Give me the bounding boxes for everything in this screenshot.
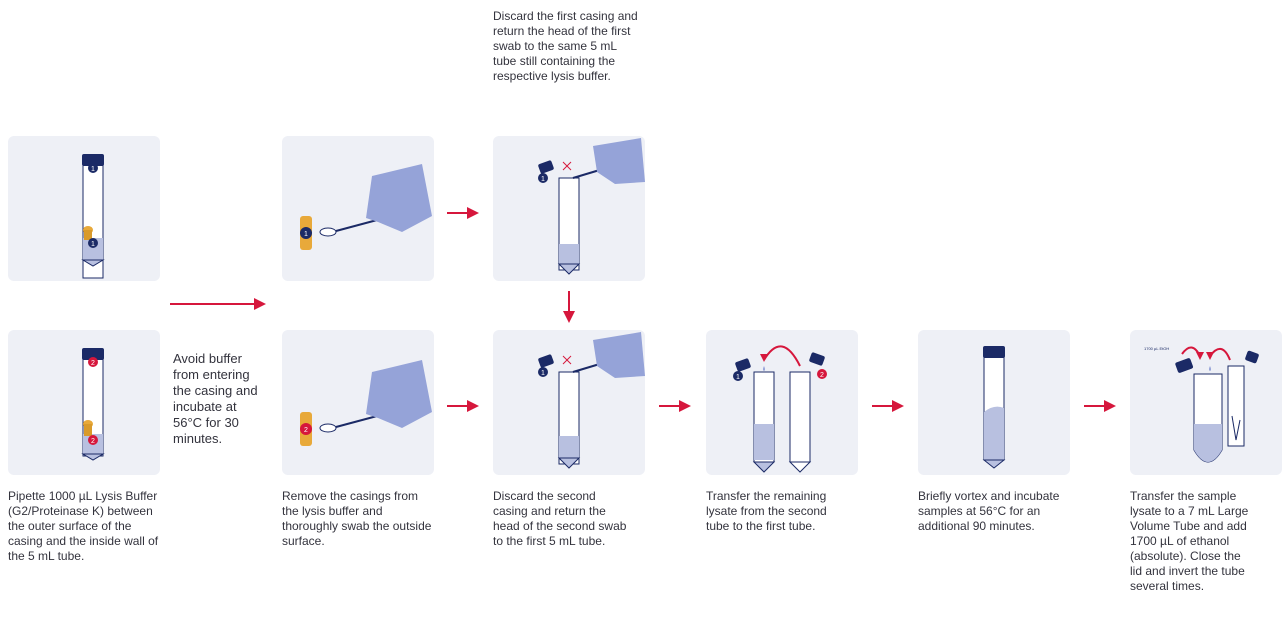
panel-tube-1: 1 1 xyxy=(8,136,160,281)
cap-icon xyxy=(82,154,104,166)
svg-text:2: 2 xyxy=(820,372,824,379)
glove-icon xyxy=(366,164,432,232)
tube-2-illustration: 2 2 xyxy=(81,348,105,461)
svg-text:2: 2 xyxy=(91,360,95,367)
step3-caption: Remove the casings from the lysis buffer… xyxy=(282,489,432,548)
discard-2-illustration: 1 xyxy=(538,332,645,469)
cap-icon xyxy=(538,354,554,368)
swab-head-icon xyxy=(319,227,337,237)
cap-icon xyxy=(983,346,1005,358)
glove-icon xyxy=(366,360,432,428)
svg-text:1: 1 xyxy=(541,176,545,183)
svg-text:1: 1 xyxy=(91,241,95,248)
step4-top-caption: Discard the first casing and return the … xyxy=(493,9,638,83)
step7-caption: Transfer the sample lysate to a 7 mL Lar… xyxy=(1130,489,1249,593)
glove-icon xyxy=(593,332,645,378)
arrow-right-icon xyxy=(170,298,266,310)
cap-icon xyxy=(82,348,104,360)
swab-head-icon xyxy=(319,423,337,433)
ethanol-label: 1700 µL EtOH xyxy=(1144,346,1170,351)
step1-caption: Pipette 1000 µL Lysis Buffer (G2/Protein… xyxy=(8,489,159,563)
glove-icon xyxy=(593,138,645,184)
svg-text:1: 1 xyxy=(304,231,308,238)
transfer-illustration: 1 2 xyxy=(733,345,827,473)
svg-text:1: 1 xyxy=(736,374,740,381)
tube-1-illustration: 1 1 xyxy=(81,154,105,279)
panel-large-tube: 1700 µL EtOH xyxy=(1130,330,1282,475)
arrow-right-icon xyxy=(447,207,479,219)
step6-caption: Briefly vortex and incubate samples at 5… xyxy=(918,489,1060,533)
svg-text:2: 2 xyxy=(304,427,308,434)
panel-swab-2: 2 xyxy=(282,330,434,475)
step2-note: Avoid buffer from entering the casing an… xyxy=(173,351,258,446)
step5-caption: Transfer the remaining lysate from the s… xyxy=(706,489,827,533)
panel-discard-1: 1 xyxy=(493,136,645,281)
panel-transfer: 1 2 xyxy=(706,330,858,475)
cap-icon xyxy=(1175,358,1194,373)
svg-text:1: 1 xyxy=(541,370,545,377)
arrow-right-icon xyxy=(1084,400,1116,412)
cap-icon xyxy=(538,160,554,174)
panel-vortex xyxy=(918,330,1070,475)
cap-icon xyxy=(1245,350,1259,364)
vortex-illustration xyxy=(982,346,1006,469)
swab-1-illustration: 1 xyxy=(300,164,432,250)
large-tube-illustration xyxy=(1175,346,1259,463)
cap-icon xyxy=(809,352,825,366)
panel-swab-1: 1 xyxy=(282,136,434,281)
cap-icon xyxy=(735,358,751,372)
arrow-right-icon xyxy=(447,400,479,412)
arrow-right-icon xyxy=(872,400,904,412)
panel-tube-2: 2 2 xyxy=(8,330,160,475)
panel-discard-2: 1 xyxy=(493,330,645,475)
arrow-right-icon xyxy=(659,400,691,412)
svg-text:1: 1 xyxy=(91,166,95,173)
svg-text:2: 2 xyxy=(91,438,95,445)
arrow-down-icon xyxy=(563,291,575,323)
discard-1-illustration: 1 xyxy=(538,138,645,275)
swab-2-illustration: 2 xyxy=(300,360,432,446)
step4-caption: Discard the second casing and return the… xyxy=(493,489,627,548)
